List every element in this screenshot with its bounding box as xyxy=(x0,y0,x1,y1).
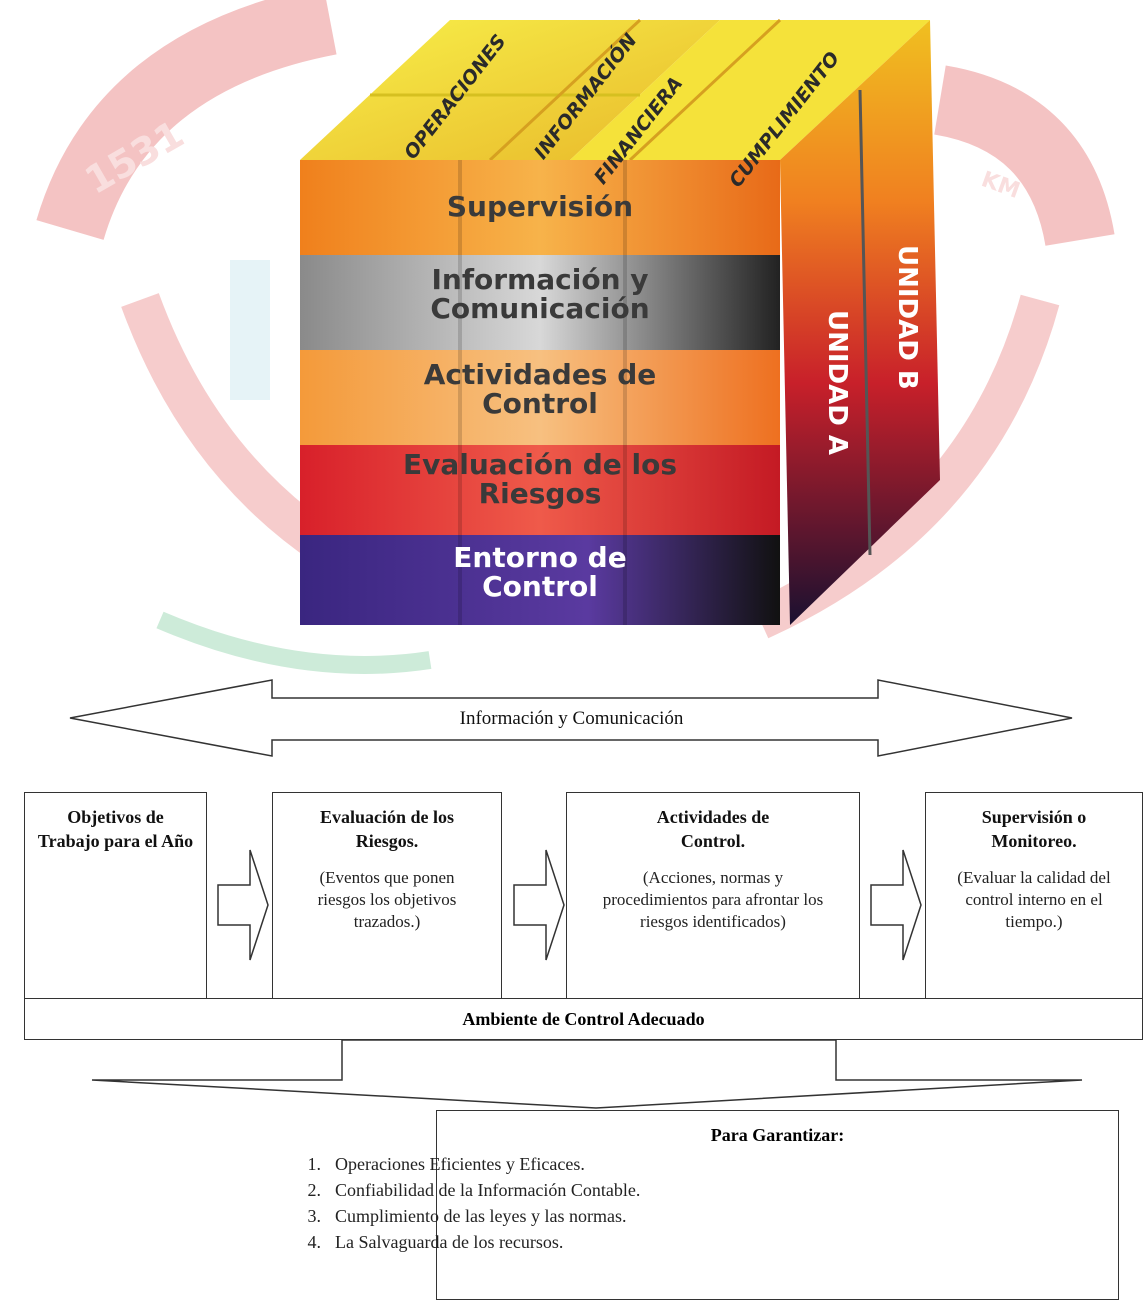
information-arrow-label: Información y Comunicación xyxy=(459,708,684,729)
layer-entorno xyxy=(300,535,780,625)
watermark-arc-right xyxy=(933,65,1115,247)
watermark-seal: 1531 KM xyxy=(36,0,1115,674)
flow-arrow-1 xyxy=(217,849,269,961)
guarantee-title: Para Garantizar: xyxy=(710,1125,845,1145)
cube-top-face-right xyxy=(570,20,930,160)
box-supervision: Supervisión o Monitoreo. (Evaluar la cal… xyxy=(925,792,1143,1000)
box-evaluacion-title: Evaluación de los Riesgos. xyxy=(319,807,455,851)
layer-evaluacion xyxy=(300,445,780,535)
information-arrow xyxy=(69,679,1073,757)
list-item: 3.Cumplimiento de las leyes y las normas… xyxy=(307,1206,627,1226)
box-actividades-desc: (Acciones, normas y procedimientos para … xyxy=(602,868,824,931)
box-actividades: Actividades de Control. (Acciones, norma… xyxy=(566,792,860,1000)
cube-side-label-unidad-a: UNIDAD A xyxy=(822,310,852,456)
cube-layer-label-informacion: Información y Comunicación xyxy=(430,263,650,326)
cube-side-face xyxy=(780,20,940,625)
box-supervision-title: Supervisión o Monitoreo. xyxy=(981,807,1087,851)
flow-arrow-2 xyxy=(513,849,565,961)
box-evaluacion: Evaluación de los Riesgos. (Eventos que … xyxy=(272,792,502,1000)
watermark-tower xyxy=(230,260,270,400)
box-supervision-desc: (Evaluar la calidad del control interno … xyxy=(957,868,1111,931)
box-evaluacion-desc: (Eventos que ponen riesgos los objetivos… xyxy=(317,868,457,931)
layer-supervision xyxy=(300,160,780,255)
guarantee-box: Para Garantizar: 1.Operaciones Eficiente… xyxy=(308,1110,1119,1300)
cube-side-label-unidad-b: UNIDAD B xyxy=(892,245,922,390)
ambiente-control-bar: Ambiente de Control Adecuado xyxy=(24,998,1143,1040)
list-item: 2.Confiabilidad de la Información Contab… xyxy=(307,1180,641,1200)
box-objetivos: Objetivos de Trabajo para el Año xyxy=(24,792,207,1000)
box-objetivos-title: Objetivos de Trabajo para el Año xyxy=(37,807,194,851)
watermark-green-band xyxy=(156,611,432,674)
down-arrow xyxy=(91,1040,1083,1109)
cube-layer-label-evaluacion: Evaluación de los Riesgos xyxy=(402,448,678,511)
cube-top-face xyxy=(300,20,720,160)
guarantee-list: 1.Operaciones Eficientes y Eficaces. 2.C… xyxy=(273,1151,641,1255)
watermark-arc-left xyxy=(36,0,337,241)
layer-actividades xyxy=(300,350,780,445)
cube-graphic xyxy=(300,18,940,625)
coso-cube: OPERACIONES INFORMACIÓN FINANCIERA CUMPL… xyxy=(250,0,950,640)
cube-layer-label-actividades: Actividades de Control xyxy=(423,358,657,421)
flow-arrow-3 xyxy=(870,849,922,961)
list-item: 4.La Salvaguarda de los recursos. xyxy=(307,1232,564,1252)
cube-layer-label-supervision: Supervisión xyxy=(446,190,634,223)
box-actividades-title: Actividades de Control. xyxy=(656,807,770,851)
list-item: 1.Operaciones Eficientes y Eficaces. xyxy=(307,1154,585,1174)
cube-layer-label-entorno: Entorno de Control xyxy=(453,541,627,604)
layer-informacion xyxy=(300,255,780,350)
